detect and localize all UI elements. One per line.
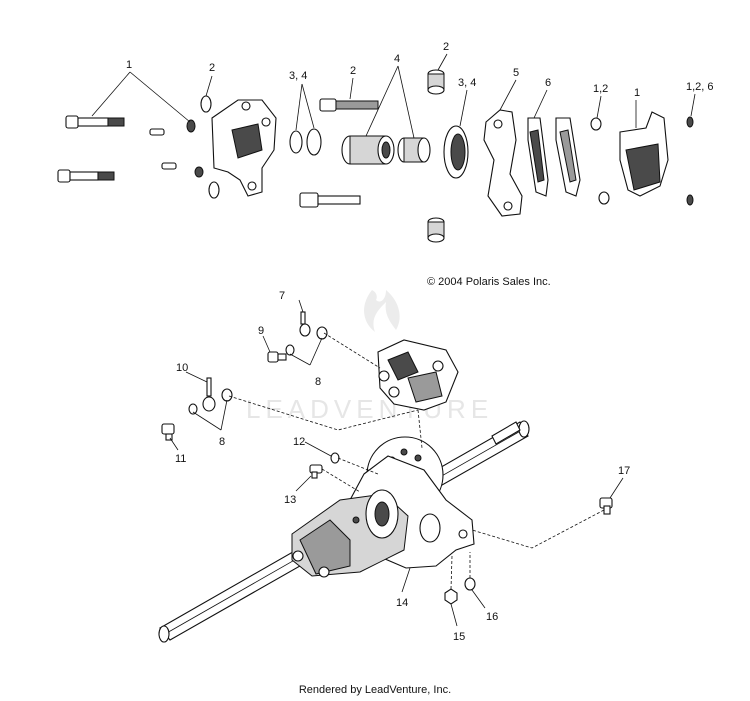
piston-small	[397, 137, 431, 163]
callout-3-4: 3, 4	[289, 70, 307, 82]
axle-hub	[291, 489, 409, 578]
caliper-bolt-upper	[65, 115, 125, 129]
copyright-notice: © 2004 Polaris Sales Inc.	[427, 276, 551, 288]
callout-1-2: 1,2	[593, 83, 608, 95]
callout-2: 2	[209, 62, 215, 74]
piston-large	[341, 135, 395, 165]
caliper-housing-inner	[211, 99, 277, 197]
callout-12: 12	[293, 436, 305, 448]
watermark-logo: LEADVENTURE	[246, 290, 493, 424]
seal-ring-lower	[208, 181, 220, 199]
washer-12	[330, 452, 340, 464]
bushing-upper	[427, 69, 445, 95]
nut-15	[444, 588, 458, 605]
callout-2: 2	[443, 41, 449, 53]
callout-13: 13	[284, 494, 296, 506]
callout-2: 2	[350, 65, 356, 77]
callout-9: 9	[258, 325, 264, 337]
callout-1: 1	[634, 87, 640, 99]
callout-15: 15	[453, 631, 465, 643]
callout-4: 4	[394, 53, 400, 65]
bleeder-screw-1	[149, 128, 165, 136]
caliper-bolt-lower	[57, 169, 115, 183]
retainer-ring-lower	[686, 194, 694, 206]
callout-1: 1	[126, 59, 132, 71]
o-ring-small-1	[186, 119, 196, 133]
callout-8: 8	[315, 376, 321, 388]
dust-seal	[443, 125, 469, 179]
caliper-assembly	[377, 339, 459, 411]
callout-17: 17	[618, 465, 630, 477]
brake-line-fitting-10	[202, 377, 216, 412]
guide-pin-lower	[299, 192, 361, 208]
footer-credit: Rendered by LeadVenture, Inc.	[298, 684, 452, 696]
guide-pin-upper	[319, 98, 379, 112]
caliper-housing-outer	[619, 111, 669, 197]
callout-5: 5	[513, 67, 519, 79]
crush-washer-8b	[285, 344, 295, 356]
bolt-17	[599, 497, 613, 515]
piston-seal-b	[306, 128, 322, 156]
callout-16: 16	[486, 611, 498, 623]
banjo-bolt-11	[161, 423, 175, 441]
retainer-ring-upper	[686, 116, 694, 128]
bleeder-screw-2	[161, 162, 177, 170]
caliper-bracket	[483, 109, 523, 217]
crush-washer-8c	[221, 388, 233, 402]
bolt-13	[309, 464, 323, 479]
brake-line-fitting-7	[299, 311, 311, 337]
crush-washer-8a	[316, 326, 328, 340]
callout-7: 7	[279, 290, 285, 302]
crush-washer-8d	[188, 403, 198, 415]
watermark-text: LEADVENTURE	[246, 394, 493, 424]
axle-brake-assembly-view	[158, 299, 624, 643]
callout-11: 11	[175, 453, 186, 465]
callout-6: 6	[545, 77, 551, 89]
spring-clip-upper	[590, 117, 602, 131]
bushing-lower	[427, 217, 445, 243]
spring-clip-lower	[598, 191, 610, 205]
washer-16	[464, 577, 476, 591]
callout-14: 14	[396, 597, 408, 609]
callout-10: 10	[176, 362, 188, 374]
piston-seal-a	[289, 130, 303, 154]
o-ring-small-2	[194, 166, 204, 178]
brake-pad-outer	[555, 117, 581, 197]
seal-ring-2	[200, 95, 212, 113]
callout-1-2-6: 1,2, 6	[686, 81, 714, 93]
brake-pad-inner	[527, 117, 549, 197]
upper-caliper-exploded-view	[57, 53, 696, 243]
banjo-bolt-9	[267, 351, 287, 363]
callout-8: 8	[219, 436, 225, 448]
callout-3-4: 3, 4	[458, 77, 476, 89]
